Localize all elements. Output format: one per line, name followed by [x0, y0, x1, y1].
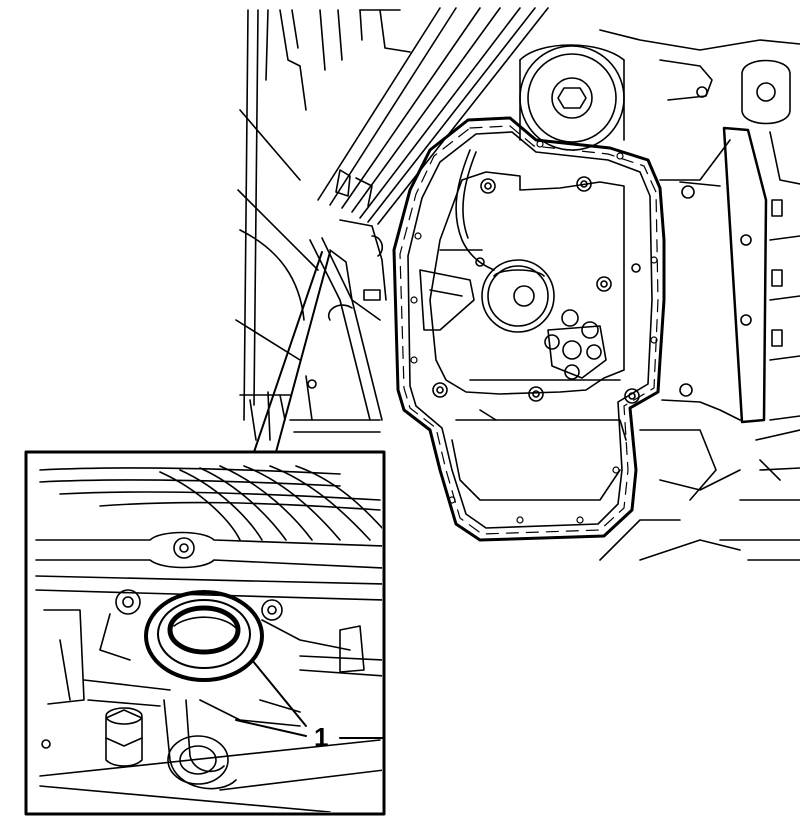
left-components: [307, 169, 387, 389]
pulley: [519, 44, 625, 151]
lower-right-parts: [599, 429, 781, 561]
frame-lines: [235, 9, 411, 441]
right-engine-block: [679, 126, 800, 561]
pan-bolts: [432, 176, 693, 404]
top-right-bracket: [599, 29, 800, 125]
callout-1: 1: [235, 659, 385, 752]
inset-content: [35, 465, 382, 812]
oil-pan-gasket: [392, 116, 741, 542]
diagonal-rods: [309, 7, 549, 421]
inset-frame: [24, 450, 386, 816]
oil-seal-ring-outer: [144, 590, 264, 682]
flange-holes: [410, 140, 658, 524]
oil-seal-lip: [167, 605, 241, 655]
main-engine-view: [235, 7, 800, 561]
detail-inset: 1: [24, 450, 386, 816]
oil-pan-interior: [410, 140, 693, 524]
callout-label-1: 1: [314, 722, 328, 752]
inset-leader-lines: [253, 251, 331, 453]
